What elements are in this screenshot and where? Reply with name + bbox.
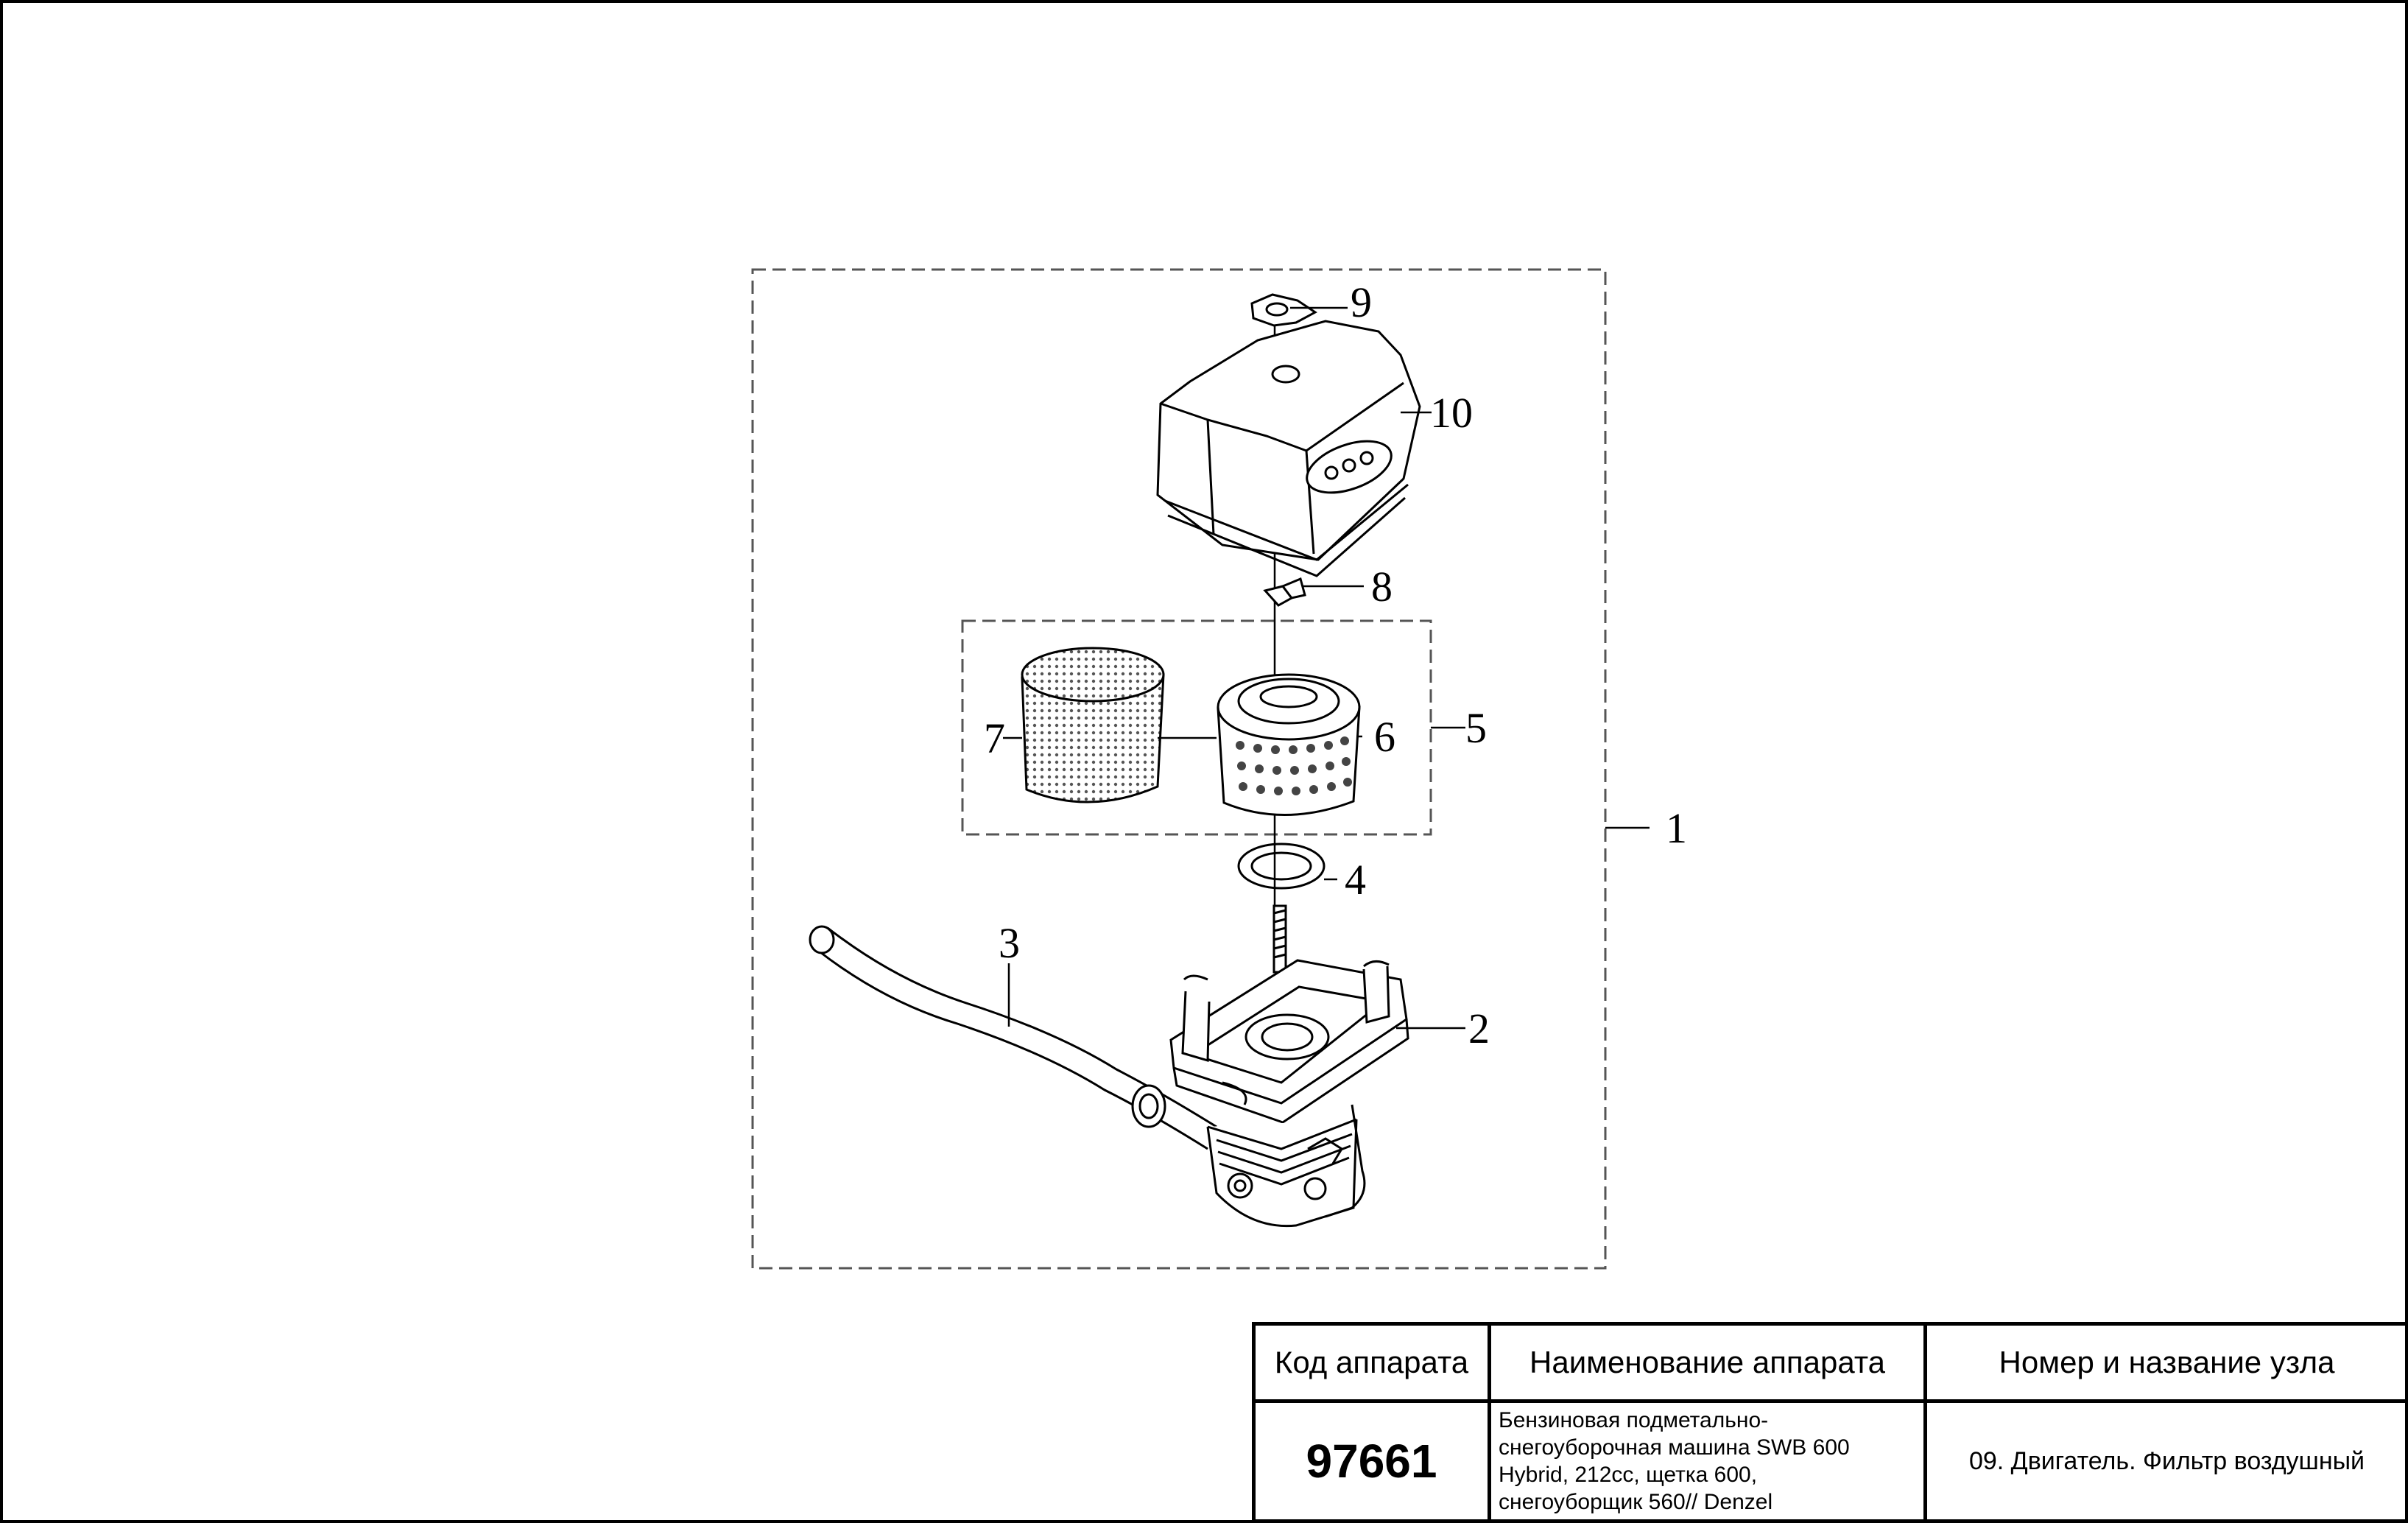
title-block: Код аппарата Наименование аппарата Номер… — [1252, 1322, 2408, 1523]
callout-9: 9 — [1351, 278, 1372, 326]
apparatus-code: 97661 — [1252, 1399, 1491, 1523]
callout-3: 3 — [999, 919, 1020, 967]
header-node: Номер и название узла — [1923, 1322, 2408, 1403]
callout-6: 6 — [1374, 713, 1395, 761]
part-4-gasket — [1237, 843, 1326, 890]
filter-element-boundary — [961, 619, 1432, 836]
header-code: Код аппарата — [1252, 1322, 1491, 1403]
stud-bolt — [1272, 904, 1287, 974]
assembly-boundary — [751, 268, 1607, 1270]
apparatus-name-line: Hybrid, 212cc, щетка 600, — [1499, 1463, 1758, 1487]
leader-lines — [1003, 306, 1650, 1030]
part-6-paper-element — [1217, 673, 1361, 816]
callout-5: 5 — [1465, 704, 1487, 752]
apparatus-name: Бензиновая подметально- снегоуборочная м… — [1488, 1399, 1927, 1523]
callout-10: 10 — [1430, 389, 1473, 437]
title-block-header-row: Код аппарата Наименование аппарата Номер… — [1252, 1322, 2408, 1403]
part-2-air-filter-base — [1169, 959, 1409, 1228]
header-name: Наименование аппарата — [1488, 1322, 1927, 1403]
part-3-breather-hose — [809, 925, 1217, 1150]
part-7-foam-prefilter — [1021, 647, 1165, 803]
part-9-wing-knob — [1250, 293, 1317, 327]
callout-7: 7 — [984, 714, 1005, 762]
apparatus-name-line: Бензиновая подметально- — [1499, 1408, 1769, 1432]
node-name: 09. Двигатель. Фильтр воздушный — [1923, 1399, 2408, 1523]
callout-4: 4 — [1345, 856, 1366, 904]
callout-1: 1 — [1666, 804, 1687, 852]
apparatus-name-line: снегоуборочная машина SWB 600 — [1499, 1435, 1850, 1460]
apparatus-name-line: снегоуборщик 560// Denzel — [1499, 1490, 1773, 1514]
callout-8: 8 — [1371, 563, 1393, 611]
callout-2: 2 — [1468, 1005, 1490, 1052]
part-10-cover — [1156, 320, 1421, 577]
part-8-wing-nut — [1263, 577, 1306, 607]
title-block-value-row: 97661 Бензиновая подметально- снегоуборо… — [1252, 1399, 2408, 1523]
